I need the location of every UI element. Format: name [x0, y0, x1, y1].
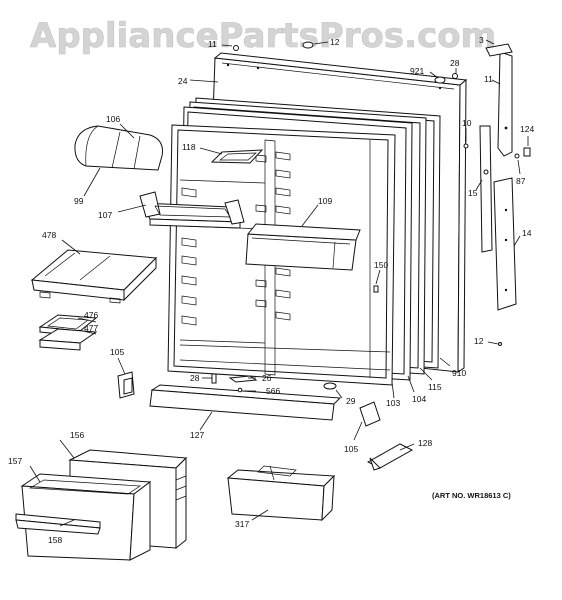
callout-477: 477 — [84, 323, 98, 333]
callout-910: 910 — [452, 368, 466, 378]
part-158-drawer-handle — [15, 513, 101, 535]
callout-157: 157 — [8, 456, 22, 466]
callout-128: 128 — [418, 438, 432, 448]
callout-99: 99 — [74, 196, 84, 206]
callout-10: 10 — [462, 118, 472, 128]
callout-11-right: 11 — [484, 74, 493, 84]
part-105-left-bracket — [117, 371, 135, 399]
callout-28-top: 28 — [450, 58, 460, 68]
part-150-stop — [373, 285, 379, 293]
callout-3: 3 — [479, 35, 484, 45]
callout-105-left: 105 — [110, 347, 124, 357]
callout-15: 15 — [468, 188, 478, 198]
part-11-hinge — [485, 43, 513, 157]
part-477-egg-tray — [38, 328, 98, 351]
callout-124: 124 — [520, 124, 534, 134]
callout-26: 26 — [262, 373, 272, 383]
callout-106: 106 — [106, 114, 120, 124]
callout-24: 24 — [178, 76, 188, 86]
part-11-screw-top — [233, 45, 239, 51]
callout-105-right: 105 — [344, 444, 358, 454]
callout-317: 317 — [235, 519, 249, 529]
callout-150: 150 — [374, 260, 388, 270]
part-118-mini-shelf — [210, 149, 264, 164]
art-number: (ART NO. WR18613 C) — [432, 491, 511, 500]
callout-127: 127 — [190, 430, 204, 440]
callout-11-top: 11 — [208, 39, 217, 49]
part-127-bottom-trim — [149, 384, 342, 421]
part-15-handle — [479, 125, 493, 253]
part-124-spacer — [523, 147, 531, 157]
part-105-right-bracket — [359, 401, 381, 427]
callout-158: 158 — [48, 535, 62, 545]
leader-lines — [29, 39, 529, 527]
part-109-door-bin — [245, 223, 361, 271]
part-14-lower-hinge — [493, 177, 517, 311]
callout-14: 14 — [522, 228, 532, 238]
part-10-screw — [463, 143, 469, 149]
part-12-screw-right — [498, 342, 502, 346]
callout-107: 107 — [98, 210, 112, 220]
part-107-door-shelf — [139, 191, 245, 229]
callout-115: 115 — [428, 382, 442, 392]
part-28-plug-top — [452, 73, 458, 79]
part-12-cap-top — [302, 41, 314, 49]
callout-118: 118 — [182, 142, 196, 152]
callout-476: 476 — [84, 310, 98, 320]
callout-103: 103 — [386, 398, 400, 408]
part-921-cap — [434, 76, 446, 84]
callout-921: 921 — [410, 66, 424, 76]
callout-566: 566 — [266, 386, 280, 396]
part-26-bracket — [228, 375, 258, 383]
callout-478: 478 — [42, 230, 56, 240]
callout-104: 104 — [412, 394, 426, 404]
callout-87: 87 — [516, 176, 526, 186]
part-478-utility-bin — [30, 249, 158, 304]
part-317-door-bin — [226, 465, 336, 522]
callout-156: 156 — [70, 430, 84, 440]
part-28-plug — [211, 373, 217, 384]
watermark: AppliancePartsPros.com — [30, 16, 496, 56]
callout-29: 29 — [346, 396, 356, 406]
callout-12-top: 12 — [330, 37, 340, 47]
part-29-cap — [323, 382, 337, 390]
callout-12-right: 12 — [474, 336, 484, 346]
part-566-screw — [237, 387, 243, 393]
part-106-dairy-door — [74, 125, 163, 171]
part-87-screw — [514, 153, 520, 159]
callout-109: 109 — [318, 196, 332, 206]
callout-28-bottom: 28 — [190, 373, 200, 383]
callout-labels: 11 12 3 28 921 24 11 106 118 10 124 99 1… — [8, 35, 534, 545]
